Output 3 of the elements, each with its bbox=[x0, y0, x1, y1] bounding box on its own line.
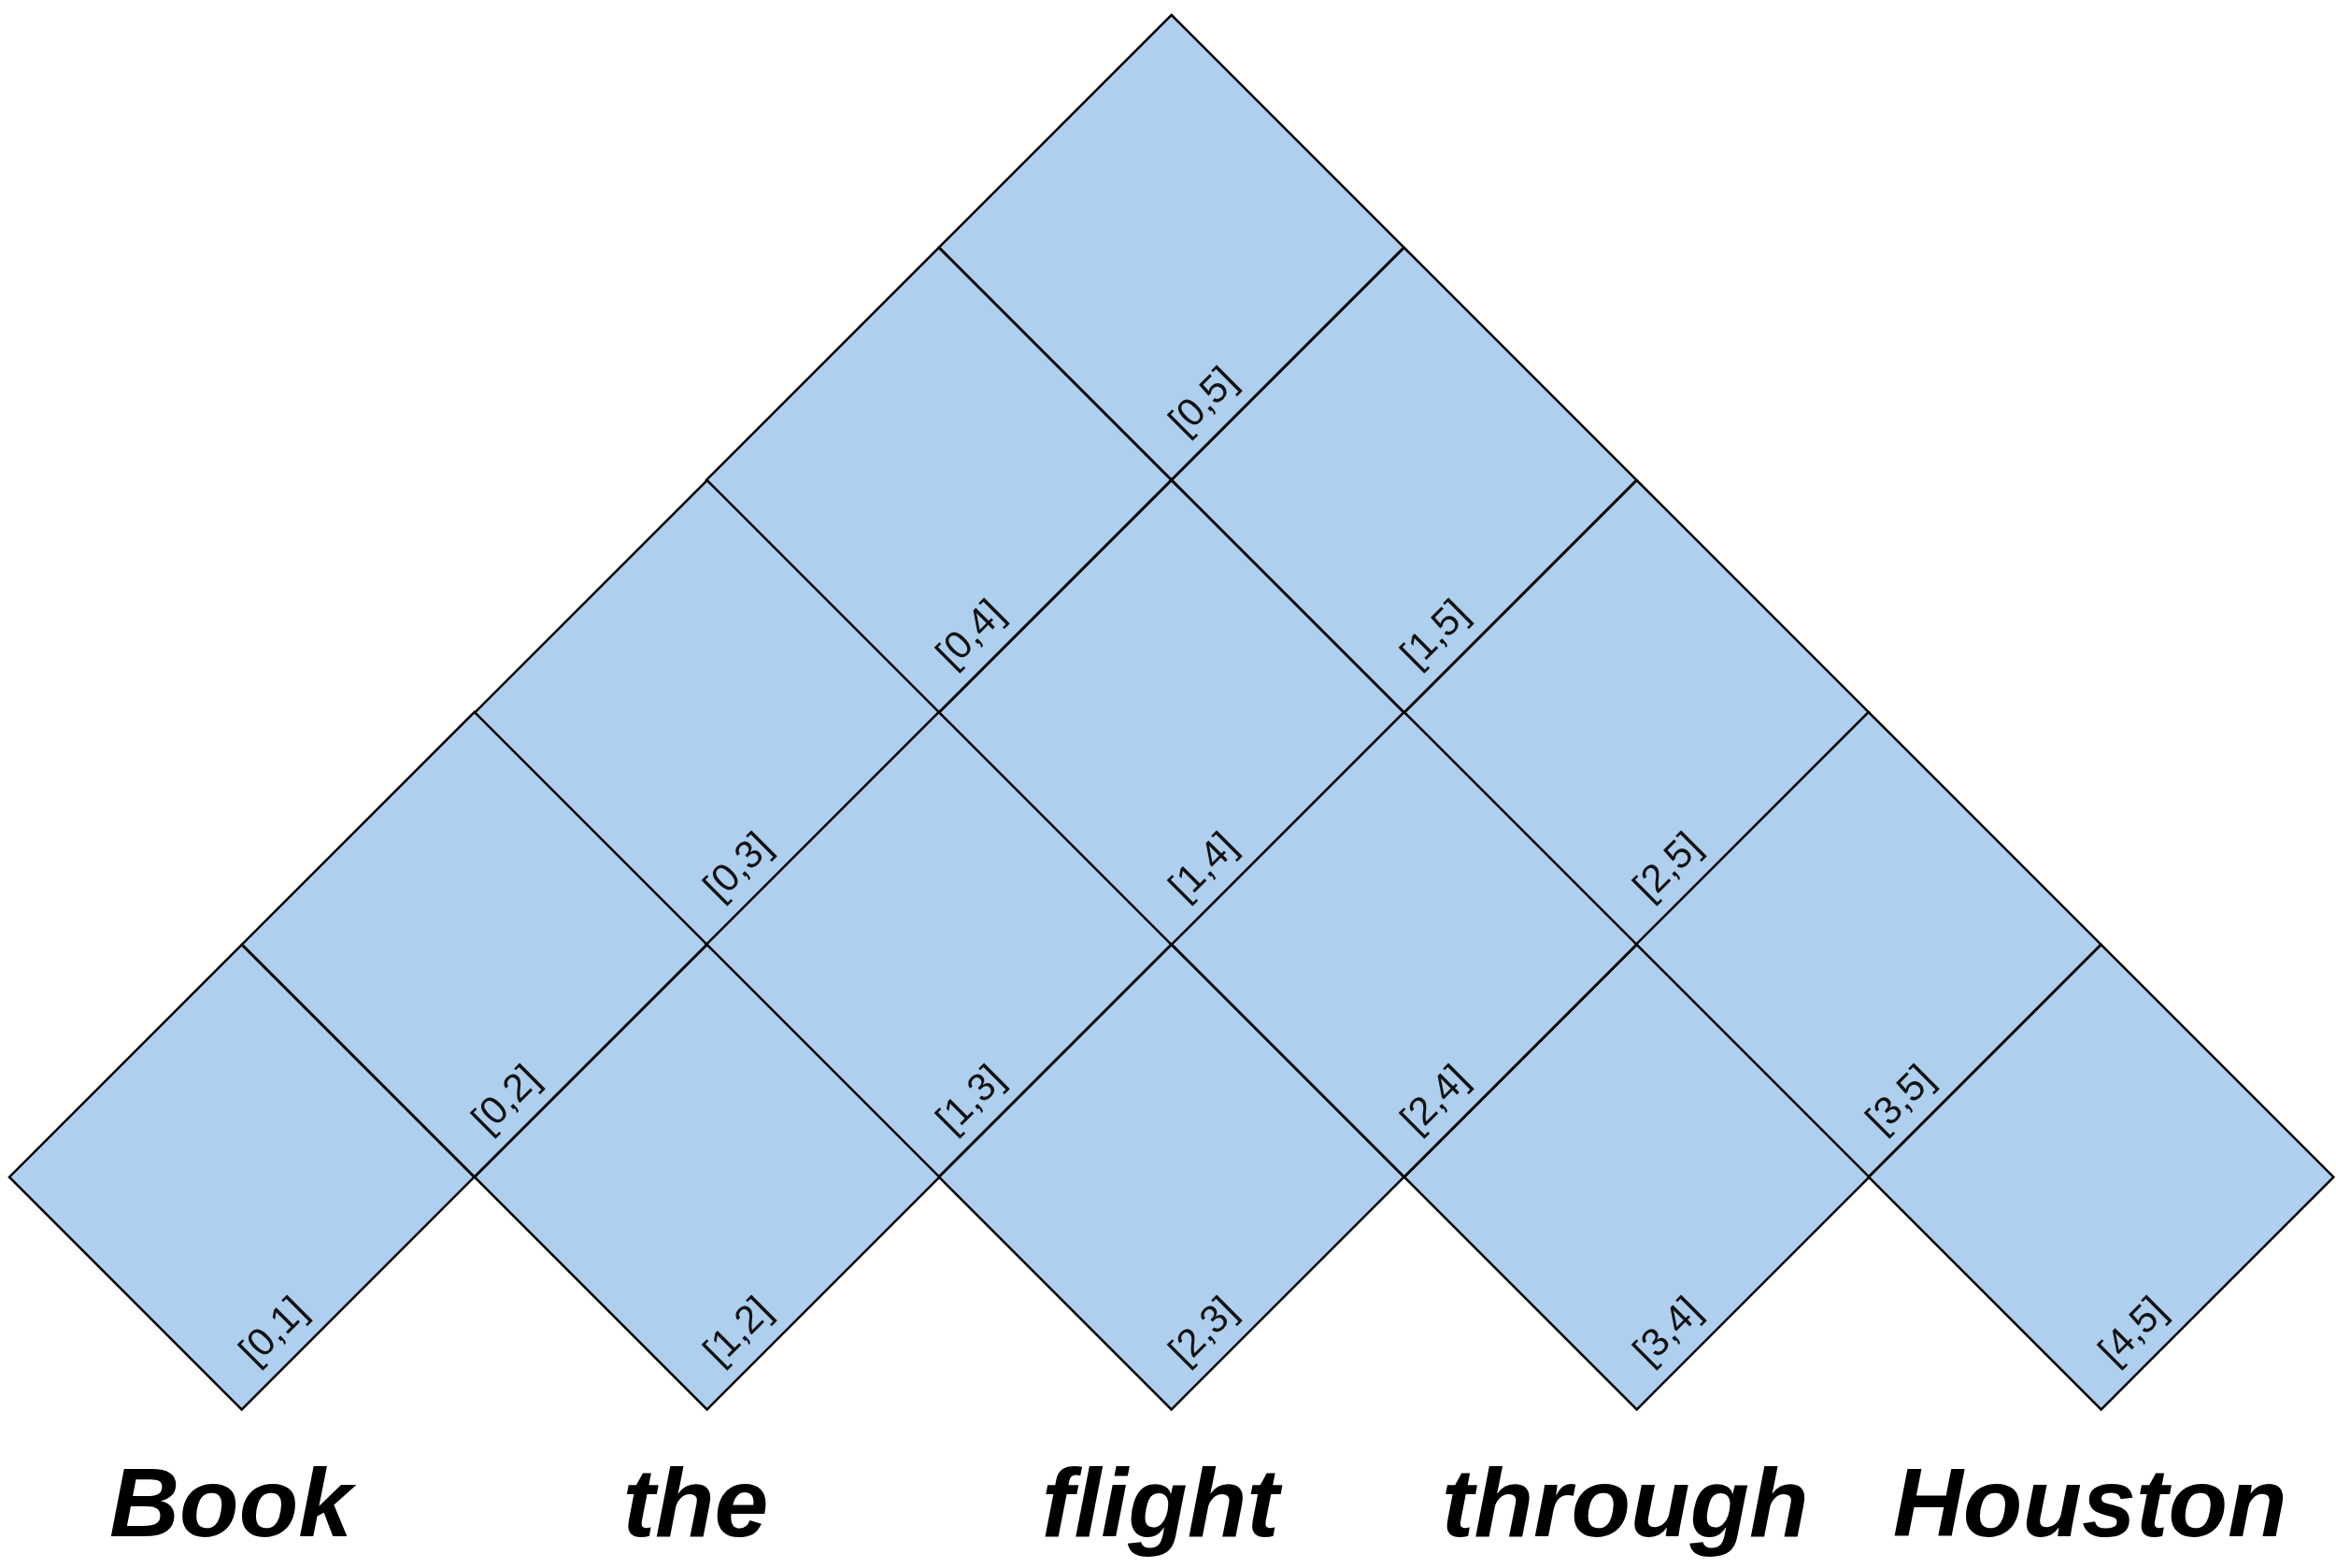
word-label: the bbox=[622, 1447, 769, 1559]
word-label: through bbox=[1441, 1447, 1809, 1559]
word-label: Houston bbox=[1892, 1447, 2287, 1559]
